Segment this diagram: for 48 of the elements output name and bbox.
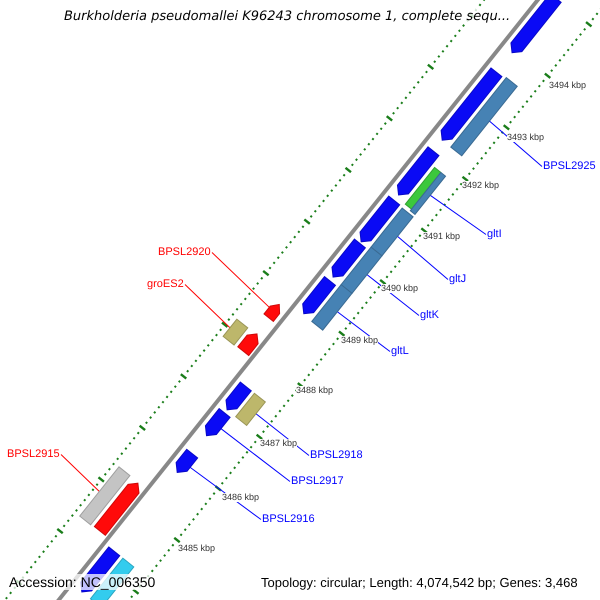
gene-label: BPSL2925 [543,161,596,172]
leader-line [220,428,290,482]
tick-label: 3491 kbp [423,232,460,241]
tick-label: 3489 kbp [341,336,378,345]
gene-label: groES2 [147,279,184,290]
gene-block [204,408,231,436]
gene-block [176,448,198,473]
leader-line [397,236,448,280]
gene-bar [235,392,266,426]
gene-block [225,381,252,410]
gene-label: BPSL2916 [262,514,315,525]
gene-block [360,195,400,242]
tick-label: 3490 kbp [381,284,418,293]
leader-line [430,194,486,235]
leader-line [212,252,270,308]
gene-label: gltI [487,229,502,240]
tick-label: 3485 kbp [178,544,216,553]
tick-label: 3493 kbp [507,133,544,142]
gene-bar [340,246,383,294]
gene-label: BPSL2915 [7,449,60,460]
tick-label: 3486 kbp [222,493,260,502]
leader-line [489,120,542,167]
gene-label: gltJ [449,274,466,285]
gene-label: BPSL2917 [291,476,344,487]
leader-line [336,311,390,352]
tick-label: 3494 kbp [549,81,586,90]
leader-line [184,284,230,328]
gene-bar [370,207,414,257]
gene-bar [79,466,131,526]
gene-block [510,0,562,54]
gene-label: gltK [420,310,439,321]
gene-block [237,333,259,356]
gene-block [396,146,440,196]
tick-label: 3488 kbp [296,386,334,395]
gene-bar [410,172,446,216]
gene-bar [222,318,248,346]
gene-label: BPSL2920 [158,247,211,258]
tick-label: 3492 kbp [462,181,500,190]
leader-line [60,454,100,492]
gene-block [263,304,280,322]
gene-block [440,67,503,141]
gene-block [331,238,366,278]
gene-block [302,276,336,314]
gene-block [94,482,140,536]
tick-label: 3487 kbp [260,439,298,448]
gene-label: gltL [391,346,409,357]
gene-bar [311,284,353,331]
gene-label: BPSL2918 [310,450,363,461]
